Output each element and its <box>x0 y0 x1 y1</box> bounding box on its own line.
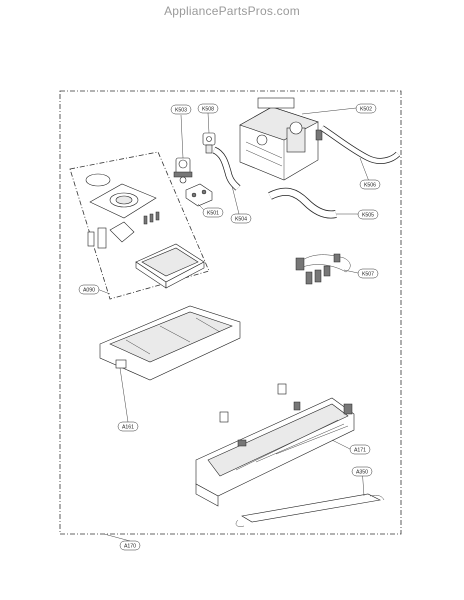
svg-text:K505: K505 <box>362 213 374 219</box>
part-k508-fitting <box>202 132 216 154</box>
callout-a090: A090 <box>78 284 100 295</box>
svg-text:K506: K506 <box>364 183 376 189</box>
callout-k504: K504 <box>230 213 252 224</box>
part-k507-wire-harness <box>295 253 351 285</box>
svg-text:A161: A161 <box>122 425 134 431</box>
subassembly-a090-frame <box>69 151 210 300</box>
svg-text:K501: K501 <box>207 211 219 217</box>
part-a090-small-fittings <box>87 211 160 249</box>
svg-text:A350: A350 <box>356 470 368 476</box>
callout-k501: K501 <box>202 207 224 218</box>
svg-text:A170: A170 <box>124 544 136 550</box>
callout-k507: K507 <box>357 268 379 279</box>
part-a090-lid <box>85 173 111 187</box>
part-k502-steam-generator <box>239 97 323 181</box>
callout-k502: K502 <box>355 103 377 114</box>
callout-a171: A171 <box>349 444 371 455</box>
callout-k508: K508 <box>197 103 219 114</box>
part-a161-tray <box>99 305 241 381</box>
part-a350-strip <box>235 493 385 527</box>
assembly-frame <box>59 90 402 535</box>
part-a090-drawer <box>135 243 205 289</box>
svg-text:K508: K508 <box>202 107 214 113</box>
svg-text:K502: K502 <box>360 107 372 113</box>
watermark-text: AppliancePartsPros.com <box>164 4 300 18</box>
svg-text:A171: A171 <box>354 448 366 454</box>
svg-text:K503: K503 <box>175 108 187 114</box>
leader-lines <box>96 107 371 542</box>
part-k503-valve <box>173 157 193 184</box>
callout-k503: K503 <box>170 104 192 115</box>
callout-k505: K505 <box>357 209 379 220</box>
part-a171-housing <box>195 383 355 507</box>
svg-text:A090: A090 <box>83 288 95 294</box>
svg-text:K504: K504 <box>235 217 247 223</box>
callout-a170: A170 <box>119 540 141 551</box>
callout-a350: A350 <box>351 466 373 477</box>
svg-text:K507: K507 <box>362 272 374 278</box>
callout-a161: A161 <box>117 421 139 432</box>
part-a090-tray-cover <box>89 183 157 219</box>
callout-k506: K506 <box>359 179 381 190</box>
part-k501-bracket <box>185 183 213 207</box>
